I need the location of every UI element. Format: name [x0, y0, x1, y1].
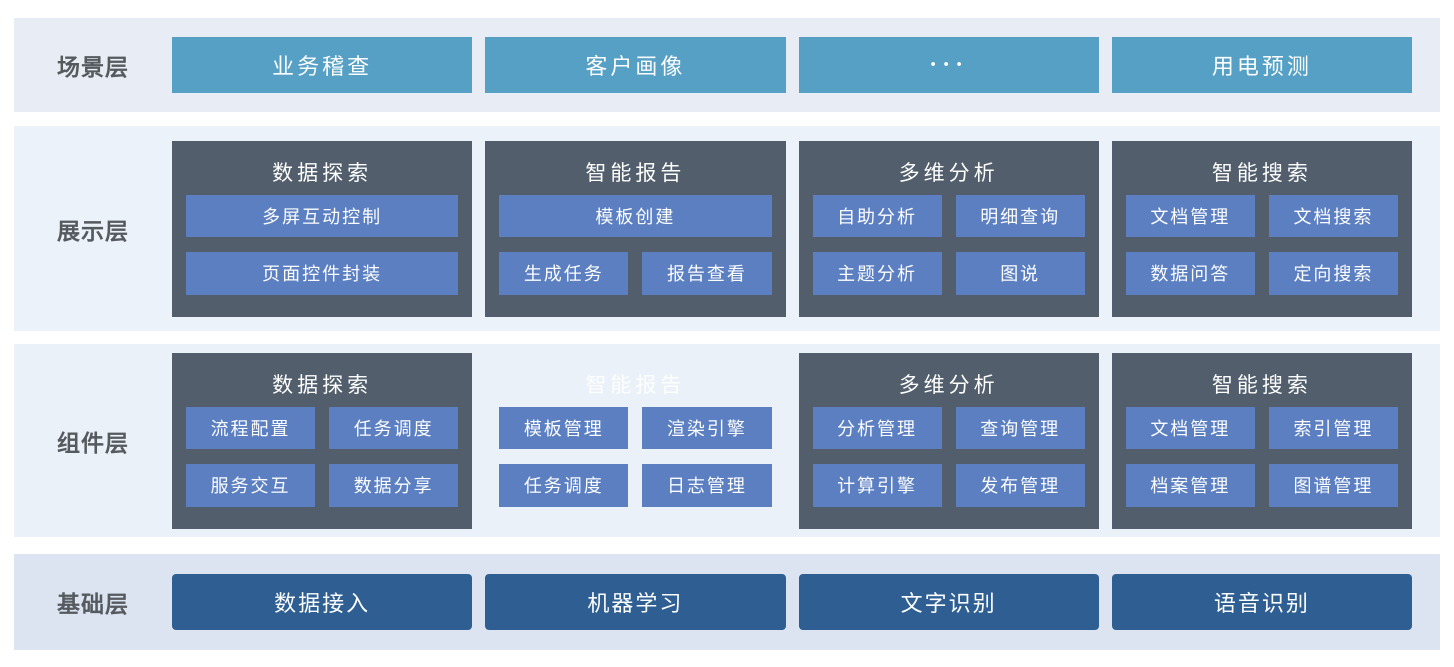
module-box: 日志管理	[642, 464, 772, 507]
scenario-label-zone: 场景层	[14, 18, 172, 112]
scenario-box-business-audit: 业务稽查	[172, 37, 473, 93]
module-box: 数据分享	[329, 464, 459, 507]
module-box: 主题分析	[812, 252, 942, 295]
foundation-layer-band: 基础层 数据接入 机器学习 文字识别 语音识别	[14, 554, 1440, 650]
module-box: 明细查询	[955, 194, 1085, 237]
component-label-zone: 组件层	[14, 344, 172, 537]
module-box: 图谱管理	[1268, 464, 1398, 507]
module-box: 定向搜索	[1268, 252, 1398, 295]
group-panel-multidim-analysis: 多维分析 自助分析 明细查询 主题分析 图说	[798, 140, 1099, 317]
module-box: 文档搜索	[1268, 194, 1398, 237]
foundation-box-machine-learning: 机器学习	[485, 574, 786, 630]
presentation-layer-label: 展示层	[57, 217, 129, 244]
module-box: 报告查看	[642, 252, 772, 295]
group-title: 多维分析	[898, 160, 999, 185]
component-layer-label: 组件层	[57, 429, 129, 456]
group-panel-smart-search: 智能搜索 文档管理 索引管理 档案管理 图谱管理	[1111, 352, 1412, 529]
foundation-box-ocr: 文字识别	[798, 574, 1099, 630]
module-box: 文档管理	[1125, 194, 1255, 237]
module-box: 数据问答	[1125, 252, 1255, 295]
module-box: 多屏互动控制	[186, 194, 459, 237]
group-title: 数据探索	[272, 372, 373, 397]
module-box: 生成任务	[499, 252, 629, 295]
group-title: 智能报告	[585, 372, 686, 397]
foundation-box-speech-recognition: 语音识别	[1111, 574, 1412, 630]
module-box: 图说	[955, 252, 1085, 295]
group-panel-smart-search: 智能搜索 文档管理 文档搜索 数据问答 定向搜索	[1111, 140, 1412, 317]
module-box: 分析管理	[812, 406, 942, 449]
module-box: 计算引擎	[812, 464, 942, 507]
module-box: 档案管理	[1125, 464, 1255, 507]
presentation-label-zone: 展示层	[14, 126, 172, 331]
component-groups: 数据探索 流程配置 任务调度 服务交互 数据分享 智能报告 模板管理	[172, 344, 1412, 537]
module-box: 模板创建	[499, 194, 772, 237]
group-panel-multidim-analysis: 多维分析 分析管理 查询管理 计算引擎 发布管理	[798, 352, 1099, 529]
group-panel-smart-report: 智能报告 模板创建 生成任务 报告查看	[485, 140, 786, 317]
component-layer-band: 组件层 数据探索 流程配置 任务调度 服务交互 数据分享 智能报告	[14, 344, 1440, 537]
group-title: 智能报告	[585, 160, 686, 185]
module-box: 任务调度	[329, 406, 459, 449]
presentation-groups: 数据探索 多屏互动控制 页面控件封装 智能报告 模板创建	[172, 126, 1412, 331]
scenario-boxes: 业务稽查 客户画像 ··· 用电预测	[172, 18, 1412, 112]
module-box: 文档管理	[1125, 406, 1255, 449]
module-box: 渲染引擎	[642, 406, 772, 449]
group-title: 智能搜索	[1211, 160, 1312, 185]
scenario-box-customer-profile: 客户画像	[485, 37, 786, 93]
group-panel-data-explore: 数据探索 多屏互动控制 页面控件封装	[172, 140, 473, 317]
module-box: 服务交互	[186, 464, 316, 507]
scenario-layer-label: 场景层	[57, 54, 129, 80]
foundation-boxes: 数据接入 机器学习 文字识别 语音识别	[172, 554, 1412, 650]
module-box: 模板管理	[499, 406, 629, 449]
scenario-layer-band: 场景层 业务稽查 客户画像 ··· 用电预测	[14, 18, 1440, 112]
module-box: 任务调度	[499, 464, 629, 507]
module-box: 页面控件封装	[186, 252, 459, 295]
module-box: 发布管理	[955, 464, 1085, 507]
module-box: 查询管理	[955, 406, 1085, 449]
scenario-box-power-forecast: 用电预测	[1111, 37, 1412, 93]
foundation-box-data-access: 数据接入	[172, 574, 473, 630]
group-title: 多维分析	[898, 372, 999, 397]
foundation-layer-label: 基础层	[57, 591, 129, 617]
scenario-box-ellipsis: ···	[798, 37, 1099, 93]
group-panel-smart-report-ghost: 智能报告 模板管理 渲染引擎 任务调度 日志管理	[485, 353, 785, 529]
module-box: 自助分析	[812, 194, 942, 237]
module-box: 索引管理	[1268, 406, 1398, 449]
group-title: 智能搜索	[1211, 372, 1312, 397]
presentation-layer-band: 展示层 数据探索 多屏互动控制 页面控件封装 智能报告 模板创建	[14, 126, 1440, 331]
group-title: 数据探索	[272, 160, 373, 185]
group-panel-data-explore: 数据探索 流程配置 任务调度 服务交互 数据分享	[172, 352, 473, 529]
module-box: 流程配置	[186, 406, 316, 449]
foundation-label-zone: 基础层	[14, 554, 172, 650]
